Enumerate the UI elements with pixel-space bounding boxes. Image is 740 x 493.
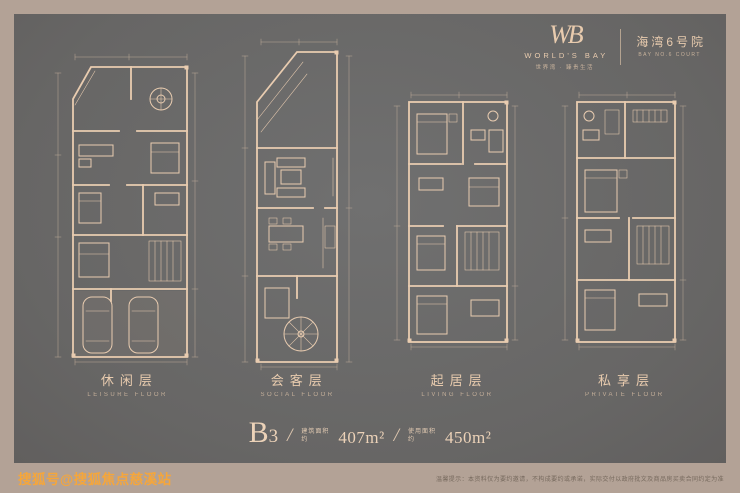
unit-area-info: B3 / 建筑面积约 407m² / 使用面积约 450m² <box>14 418 726 448</box>
gross-area-value: 407m² <box>338 428 385 447</box>
usable-area-label: 使用面积约 <box>408 428 437 443</box>
bottom-strip: 搜狐号@搜狐焦点慈溪站 温馨提示：本资料仅为要约邀请，不构成要约或承诺，实际交付… <box>14 464 726 492</box>
floorplan-private-drawing <box>561 91 686 351</box>
project-badge: 海湾6号院 BAY NO.6 COURT <box>633 36 706 58</box>
plan-column-leisure: 休闲层 LEISURE FLOOR <box>51 30 201 398</box>
plan-label: 起居层 <box>430 373 488 388</box>
brand-name: WORLD'S BAY <box>524 51 609 60</box>
floorplan-panel: WB WORLD'S BAY 世界湾 · 臻贵生活 海湾6号院 BAY NO.6… <box>14 14 726 463</box>
brand-lockup: WB WORLD'S BAY 世界湾 · 臻贵生活 <box>521 20 609 72</box>
plan-label: 私享层 <box>598 373 656 388</box>
plan-column-living: 起居层 LIVING FLOOR <box>391 30 521 398</box>
project-name-en: BAY NO.6 COURT <box>638 51 701 58</box>
separator: / <box>287 425 293 446</box>
floorplan-leisure-drawing <box>55 53 199 366</box>
plan-column-private: 私享层 PRIVATE FLOOR <box>559 30 689 398</box>
floorplan-social-drawing <box>241 38 353 371</box>
plan-label-en: LIVING FLOOR <box>421 392 494 398</box>
disclaimer-text: 温馨提示：本资料仅为要约邀请，不构成要约或承诺，实际交付以政府批文及商品房买卖合… <box>435 476 724 483</box>
usable-area-value: 450m² <box>445 428 492 447</box>
plan-column-social: 会客层 SOCIAL FLOOR <box>239 30 354 398</box>
brand-tagline: 世界湾 · 臻贵生活 <box>535 65 595 71</box>
brand-logo: WB WORLD'S BAY 世界湾 · 臻贵生活 海湾6号院 BAY NO.6… <box>521 20 706 72</box>
gross-area-label: 建筑面积约 <box>301 428 330 443</box>
plan-label-en: PRIVATE FLOOR <box>585 392 665 398</box>
plans-row: 休闲层 LEISURE FLOOR <box>14 30 726 398</box>
worlds-bay-monogram-icon: WB <box>549 20 584 49</box>
floorplan-living-drawing <box>393 91 519 351</box>
plan-label-en: LEISURE FLOOR <box>87 392 168 398</box>
project-name: 海湾6号院 <box>636 34 706 49</box>
plan-label: 休闲层 <box>100 373 158 388</box>
logo-divider <box>620 28 622 65</box>
plan-label-en: SOCIAL FLOOR <box>260 392 335 398</box>
separator: / <box>393 425 400 446</box>
unit-name: B3 <box>248 416 279 449</box>
plan-label: 会客层 <box>270 373 328 388</box>
watermark-text: 搜狐号@搜狐焦点慈溪站 <box>18 472 172 487</box>
